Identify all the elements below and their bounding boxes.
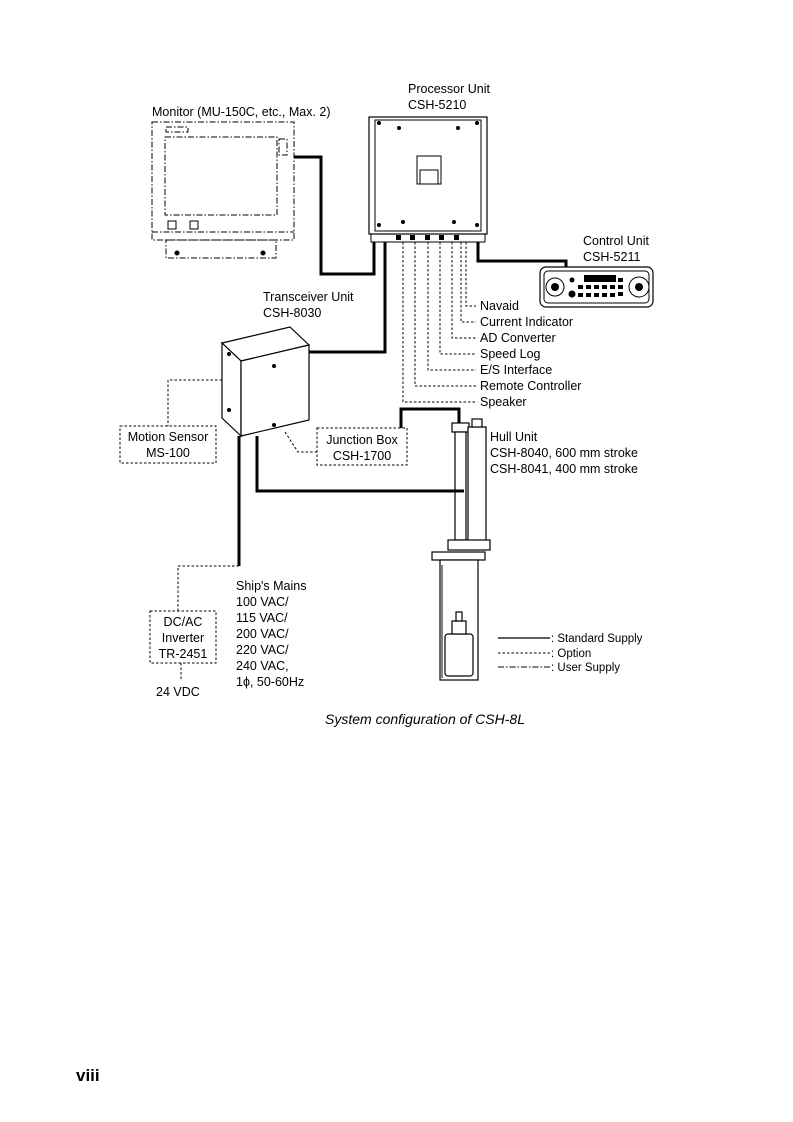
transceiver-model: CSH-8030 [263,306,321,320]
junction-box [316,427,408,466]
peripheral-speed-log: Speed Log [480,347,541,361]
processor-name: Processor Unit [408,82,490,96]
hull-unit-name: Hull Unit [490,430,538,444]
inverter-cable [177,565,239,611]
junction-box-name: Junction Box [326,433,398,447]
legend-option: : Option [551,648,591,660]
ships-mains-label: Ship's Mains 100 VAC/ 115 VAC/ 200 VAC/ … [236,579,306,689]
motion-sensor-model: MS-100 [146,446,190,460]
monitor-unit [151,121,295,259]
motion-sensor-box [119,425,217,464]
ships-mains-line: 240 VAC, [236,659,289,673]
inverter-box [149,610,217,664]
transceiver-name: Transceiver Unit [263,290,354,304]
dc-supply-label: 24 VDC [156,685,200,699]
peripheral-ad-converter: AD Converter [480,331,556,345]
inverter-line-1: DC/AC [164,615,203,629]
motion-sensor-cable [167,379,222,426]
ships-mains-line: 200 VAC/ [236,627,289,641]
ships-mains-line: 100 VAC/ [236,595,289,609]
transceiver-unit [220,326,311,438]
peripheral-current-indicator: Current Indicator [480,315,573,329]
legend-user: : User Supply [551,662,620,674]
legend: : Standard Supply : Option : User Supply [498,633,643,674]
peripheral-cables [402,242,476,403]
inverter-model: TR-2451 [159,647,208,661]
peripheral-speaker: Speaker [480,395,527,409]
legend-standard: : Standard Supply [551,633,643,645]
ships-mains-line: 220 VAC/ [236,643,289,657]
transceiver-hull-cable [255,436,464,493]
control-model: CSH-5211 [583,250,640,264]
transceiver-processor-cable [309,242,387,354]
control-unit-cable [476,242,568,267]
junction-box-cable [284,431,317,453]
motion-sensor-name: Motion Sensor [128,430,209,444]
monitor-cable [294,155,376,276]
page-number: viii [76,1066,100,1085]
ships-mains-line: Ship's Mains [236,579,306,593]
hull-unit [431,418,491,681]
junction-box-model: CSH-1700 [333,449,391,463]
peripheral-es-interface: E/S Interface [480,363,552,377]
monitor-label: Monitor (MU-150C, etc., Max. 2) [152,105,331,119]
control-name: Control Unit [583,234,650,248]
figure-caption: System configuration of CSH-8L [325,711,525,727]
ships-mains-line: 1ϕ, 50-60Hz [236,675,304,689]
inverter-line-2: Inverter [162,631,204,645]
peripheral-remote-controller: Remote Controller [480,379,581,393]
peripheral-navaid: Navaid [480,299,519,313]
control-unit [539,266,654,308]
processor-model: CSH-5210 [408,98,466,112]
hull-unit-model-1: CSH-8040, 600 mm stroke [490,446,638,460]
ships-mains-line: 115 VAC/ [236,611,288,625]
junction-hull-cable [399,407,461,428]
processor-unit [368,116,488,243]
hull-unit-model-2: CSH-8041, 400 mm stroke [490,462,638,476]
